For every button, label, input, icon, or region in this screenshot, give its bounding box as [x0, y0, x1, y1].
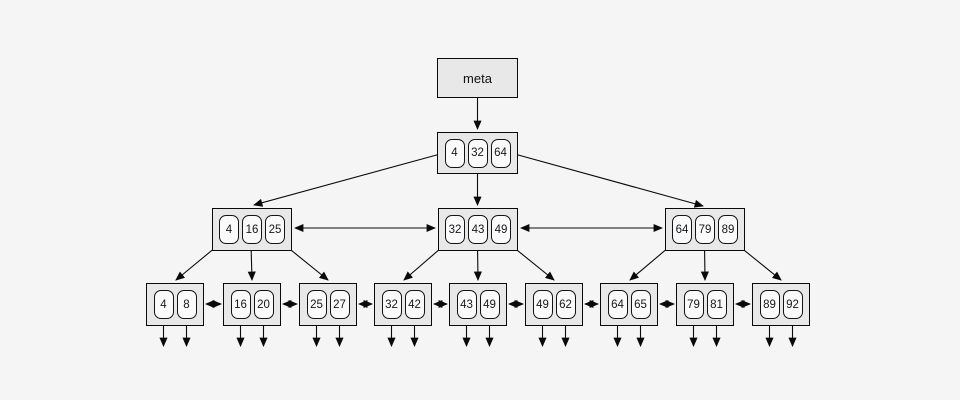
leaf-node-4: 43 49 — [449, 283, 507, 326]
internal-node-2: 64 79 89 — [665, 208, 745, 251]
key-cell: 79 — [695, 215, 715, 244]
key-cell: 64 — [490, 138, 511, 168]
meta-label: meta — [463, 70, 492, 86]
root-node: 4 32 64 — [437, 132, 518, 174]
key-cell: 64 — [607, 290, 628, 319]
leaf-node-1: 16 20 — [223, 283, 281, 326]
key-cell: 27 — [329, 290, 350, 319]
key-cell: 43 — [468, 215, 488, 244]
key-cell: 65 — [630, 290, 651, 319]
key-cell: 89 — [759, 290, 780, 319]
key-cell: 8 — [176, 290, 197, 319]
leaf-node-6: 64 65 — [600, 283, 658, 326]
key-cell: 64 — [672, 215, 692, 244]
key-cell: 16 — [230, 290, 251, 319]
key-cell: 49 — [532, 290, 553, 319]
internal-node-1: 32 43 49 — [438, 208, 518, 251]
key-cell: 43 — [456, 290, 477, 319]
internal-node-0: 4 16 25 — [212, 208, 292, 251]
key-cell: 4 — [444, 138, 465, 168]
key-cell: 62 — [555, 290, 576, 319]
key-cell: 16 — [242, 215, 262, 244]
key-cell: 42 — [404, 290, 425, 319]
key-cell: 4 — [219, 215, 239, 244]
key-cell: 32 — [381, 290, 402, 319]
key-cell: 92 — [782, 290, 803, 319]
leaf-node-8: 89 92 — [752, 283, 810, 326]
key-cell: 4 — [153, 290, 174, 319]
key-cell: 32 — [467, 138, 488, 168]
key-cell: 49 — [479, 290, 500, 319]
key-cell: 79 — [683, 290, 704, 319]
key-cell: 25 — [306, 290, 327, 319]
leaf-node-5: 49 62 — [525, 283, 583, 326]
leaf-node-3: 32 42 — [374, 283, 432, 326]
key-cell: 25 — [265, 215, 285, 244]
key-cell: 32 — [445, 215, 465, 244]
key-cell: 20 — [253, 290, 274, 319]
key-cell: 49 — [491, 215, 511, 244]
key-cell: 89 — [718, 215, 738, 244]
leaf-node-0: 4 8 — [146, 283, 204, 326]
leaf-node-2: 25 27 — [299, 283, 357, 326]
meta-node: meta — [437, 58, 518, 98]
key-cell: 81 — [706, 290, 727, 319]
leaf-node-7: 79 81 — [676, 283, 734, 326]
